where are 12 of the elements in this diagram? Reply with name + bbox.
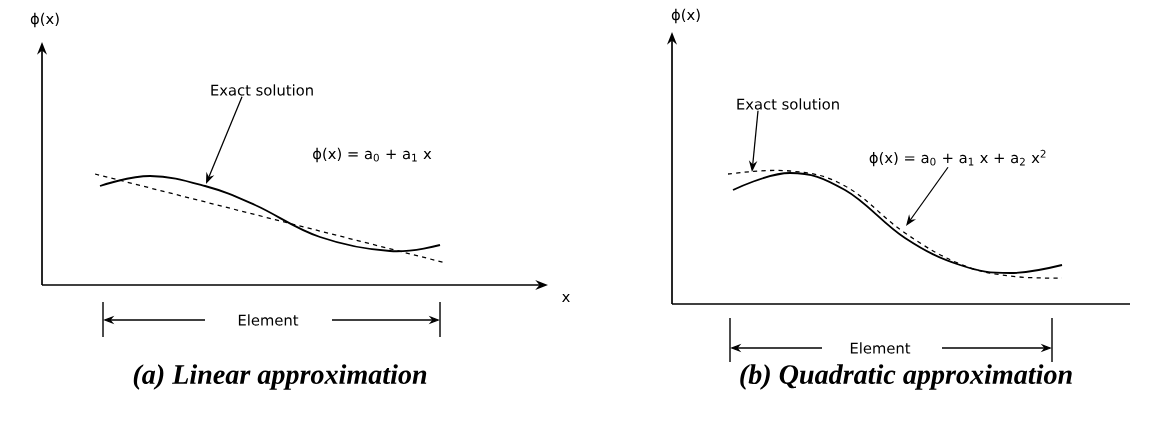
callout-text: ϕ(x) = a$_{0}$ + a$_{1}$ x + a$_{2}$ x$^{2}$ xyxy=(869,149,1046,167)
dimension-label: Element xyxy=(850,342,911,354)
callout-text: Exact solution xyxy=(211,84,313,96)
axis-label: ϕ(x) xyxy=(671,8,700,24)
leader-arrow xyxy=(906,166,949,226)
axis-label: ϕ(x) xyxy=(30,12,59,28)
axis-label: x xyxy=(562,293,570,303)
callout-text: Exact solution xyxy=(737,98,839,110)
exact-curve xyxy=(99,175,441,253)
dimension-label: Element xyxy=(238,314,299,326)
caption: (a) Linear approximation xyxy=(133,364,427,390)
caption: (b) Quadratic approximation xyxy=(740,364,1072,390)
